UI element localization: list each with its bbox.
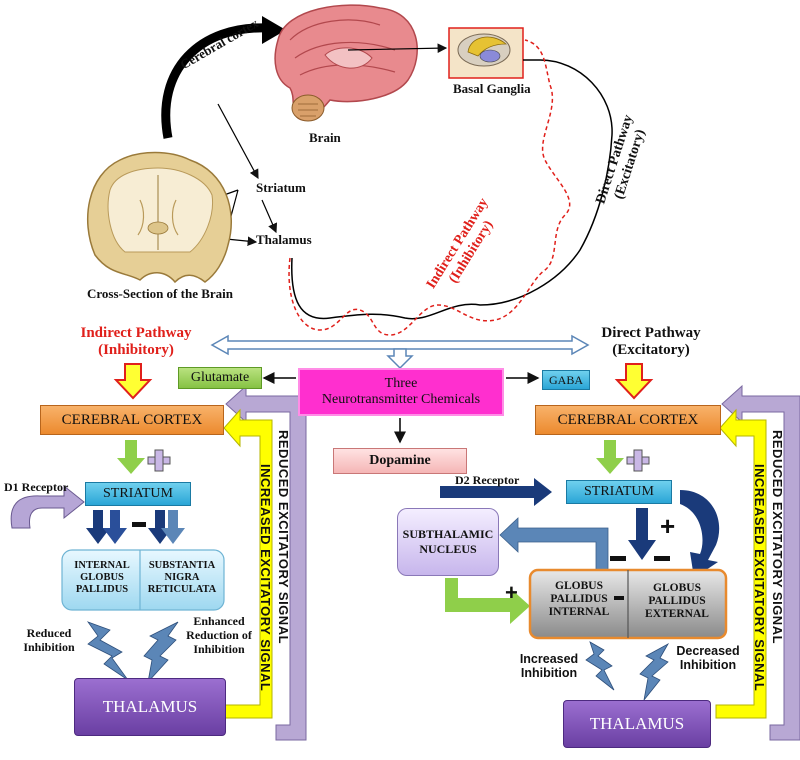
left-minus-sign [132,522,146,527]
left-reduced-signal-label: REDUCED EXCITATORY SIGNAL [276,430,291,645]
decreased-inhibition-label: Decreased Inhibition [676,644,740,673]
direct-pathway-title: Direct Pathway (Excitatory) [586,325,716,360]
right-reduced-signal-label: REDUCED EXCITATORY SIGNAL [770,430,785,645]
cortex-curved-arrow-head [262,16,286,44]
three-chemicals-box: Three Neurotransmitter Chemicals [298,368,504,416]
right-dark-down-arrow [628,508,656,560]
direct-entry-arrow [614,363,654,400]
reduced-inhibition-label: Reduced Inhibition [23,626,75,654]
left-bolt-1 [86,621,129,681]
left-dark-arrow-a [86,510,110,544]
direct-title-line2: (Excitatory) [612,342,690,359]
basal-ganglia-image [448,27,524,79]
cortex-to-striatum-line [217,103,259,180]
cross-section-image [87,151,232,284]
right-increased-signal-arrow [715,408,767,719]
right-minus-sign-2 [654,556,670,561]
direct-pathway-loop [291,59,613,320]
thalamus-label: Thalamus [256,232,312,247]
left-thalamus-box: THALAMUS [74,678,226,736]
indirect-title-line1: Indirect Pathway [80,325,192,341]
dopamine-box: Dopamine [333,448,467,474]
glutamate-box: Glutamate [178,367,262,389]
right-curved-dark-arrow [680,490,720,578]
stn-plus-sign: + [505,580,518,605]
right-plus-sign [626,449,650,472]
gp-inner-minus [614,596,624,600]
indirect-pathway-title: Indirect Pathway (Inhibitory) [66,325,206,360]
brain-label: Brain [309,130,341,145]
chemicals-line2: Neurotransmitter Chemicals [321,392,481,407]
internal-globus-label: INTERNAL GLOBUS PALLIDUS [74,560,130,596]
left-dark-arrow-c [148,510,172,544]
indirect-title-line2: (Inhibitory) [98,342,174,359]
d1-receptor-label: D1 Receptor [4,480,69,494]
brain-image [274,4,418,122]
left-increased-signal-arrow [223,408,273,719]
right-reduced-signal-arrow [721,384,800,741]
left-increased-signal-label: INCREASED EXCITATORY SIGNAL [258,464,273,692]
distribution-double-arrow [210,334,590,370]
cortex-curved-arrow [161,23,269,139]
enhanced-reduction-label: Enhanced Reduction of Inhibition [186,614,252,656]
right-thalamus-box: THALAMUS [563,700,711,748]
right-green-down-arrow [596,440,624,474]
left-dark-arrow-b [103,510,127,544]
direct-title-line1: Direct Pathway [601,325,701,341]
subthalamic-nucleus-box: SUBTHALAMIC NUCLEUS [397,508,499,576]
left-bolt-2 [143,621,179,684]
right-striatum-box: STRIATUM [566,480,672,504]
chemicals-line1: Three [384,376,418,391]
indirect-pathway-loop [288,39,571,336]
right-cerebral-cortex-box: CEREBRAL CORTEX [535,405,721,435]
d1-receptor-arrow [10,484,85,529]
right-plus-dark: + [660,511,675,541]
left-dark-arrow-d [161,510,185,544]
gp-internal-label: GLOBUS PALLIDUS INTERNAL [548,580,610,619]
left-striatum-box: STRIATUM [85,482,191,506]
substantia-nigra-label: SUBSTANTIA NIGRA RETICULATA [147,560,217,596]
right-bolt-1 [585,641,615,691]
indirect-entry-arrow [113,363,153,400]
gp-to-stn-arrow [499,517,609,571]
brain-to-basal-arrow [347,43,448,53]
left-green-down-arrow [117,440,145,474]
stn-to-gp-green-arrow [445,578,530,624]
right-minus-sign-1 [610,556,626,561]
basal-ganglia-label: Basal Ganglia [453,81,531,96]
gp-external-label: GLOBUS PALLIDUS EXTERNAL [645,582,709,621]
cross-section-label: Cross-Section of the Brain [87,286,234,301]
left-cerebral-cortex-box: CEREBRAL CORTEX [40,405,224,435]
d2-receptor-arrow [440,478,552,506]
left-reduced-signal-arrow [225,384,307,741]
gaba-box: GABA [542,370,590,390]
striatum-to-thalamus-line [261,199,278,234]
striatum-label: Striatum [256,180,306,195]
d2-receptor-label: D2 Receptor [455,473,520,487]
increased-inhibition-label: Increased Inhibition [519,652,579,681]
right-increased-signal-label: INCREASED EXCITATORY SIGNAL [752,464,767,692]
left-globus-box [61,549,225,611]
left-plus-sign [147,449,171,472]
right-bolt-2 [639,642,670,701]
